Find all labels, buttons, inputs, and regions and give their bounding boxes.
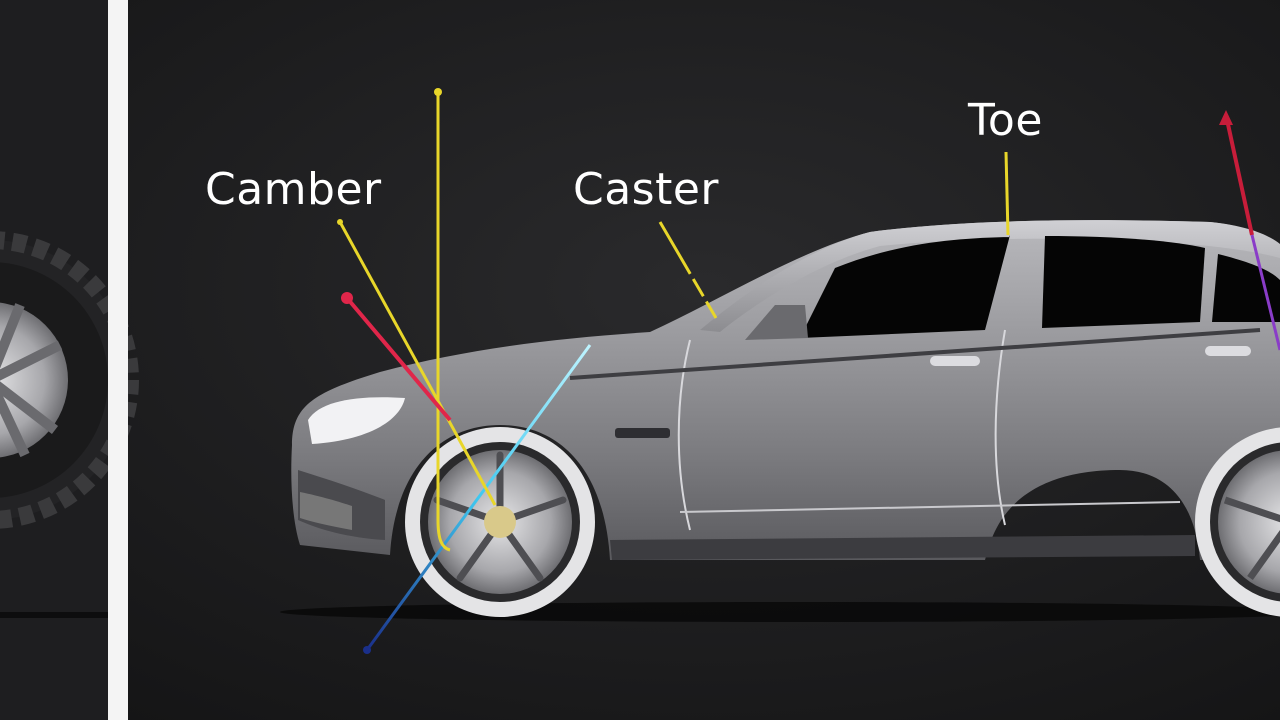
car-shadow	[280, 602, 1280, 622]
tire-closeup-panel	[0, 0, 139, 720]
vertical-reference-line	[436, 92, 451, 552]
steering-axis-line	[365, 344, 592, 651]
front-wheel-icon	[405, 427, 595, 617]
rear-purple-line	[1250, 234, 1280, 351]
tire-rim-icon	[0, 302, 68, 458]
caster-pointer-line	[658, 221, 718, 319]
camber-label: Camber	[205, 164, 382, 215]
red-camber-marker	[345, 296, 452, 422]
caster-label: Caster	[573, 164, 720, 215]
rear-red-marker	[1224, 114, 1254, 236]
toe-label: Toe	[968, 95, 1043, 146]
car-sedan-icon	[291, 220, 1280, 560]
rear-wheel-icon	[1195, 427, 1280, 617]
panel-divider	[108, 0, 128, 720]
camber-pointer-line	[338, 221, 497, 506]
toe-pointer-line	[1004, 151, 1010, 236]
